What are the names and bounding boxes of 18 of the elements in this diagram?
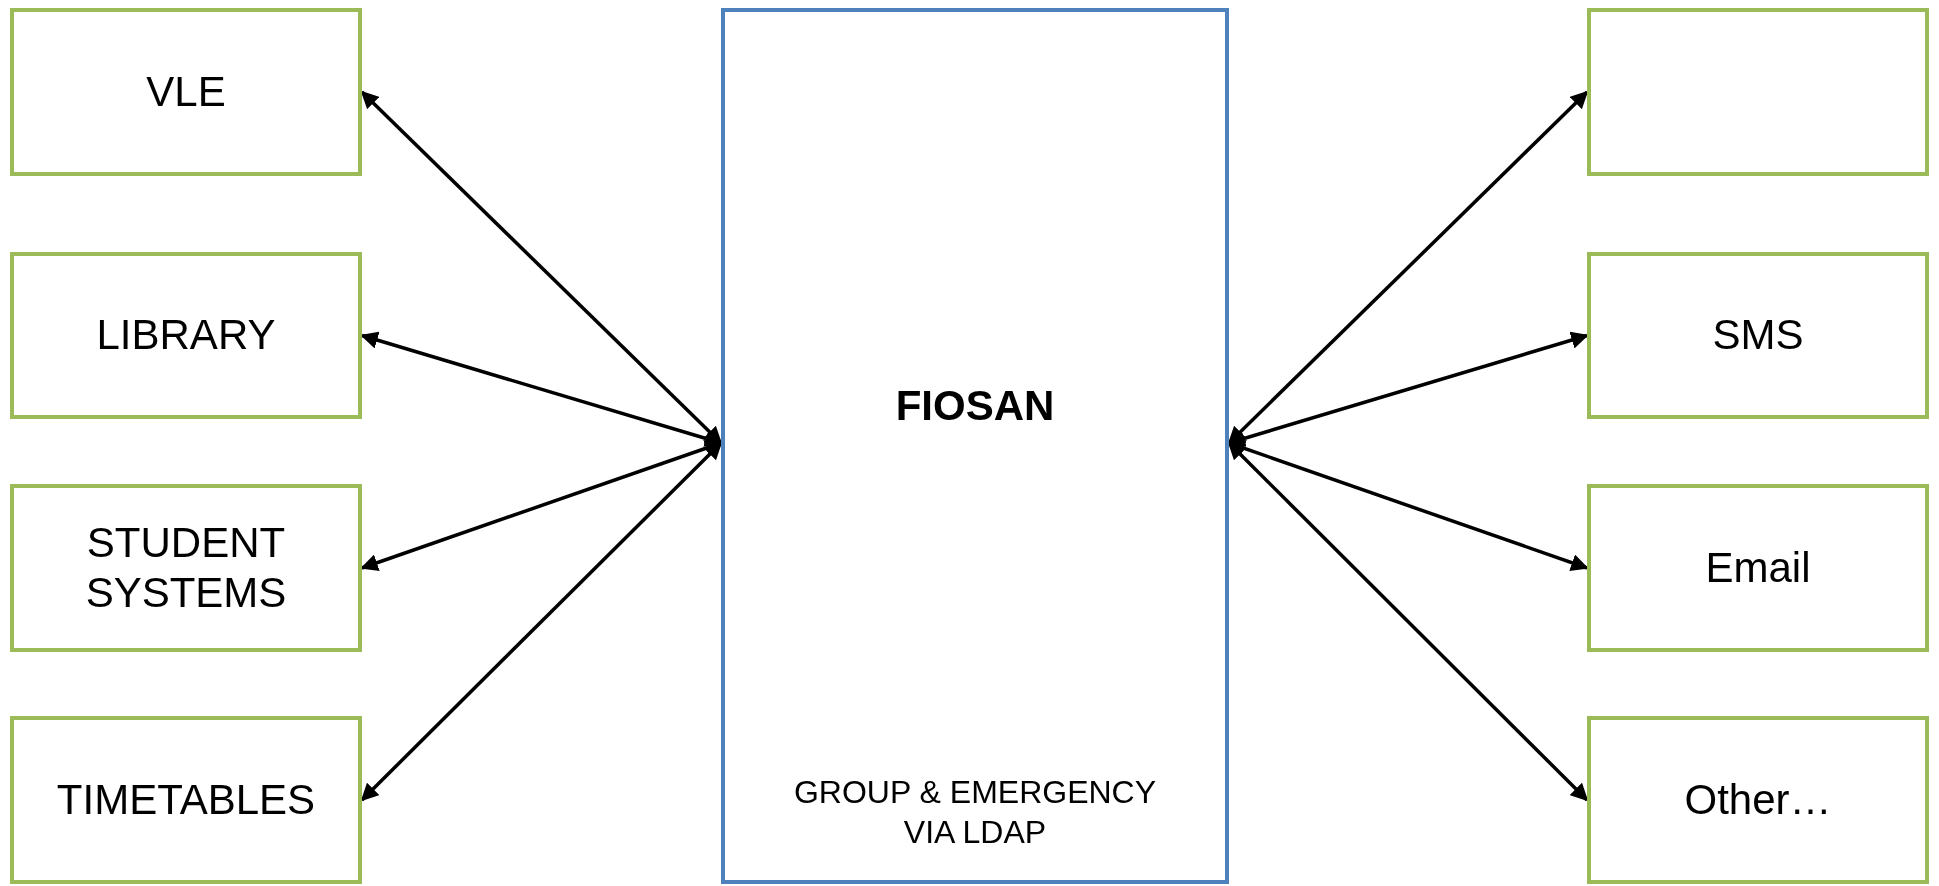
system-box: [1587, 716, 1929, 884]
system-box: [1587, 252, 1929, 419]
system-label: STUDENT SYSTEMS: [84, 517, 288, 618]
system-label: LIBRARY: [96, 310, 276, 361]
system-title: FIOSAN: [895, 382, 1055, 430]
system-label: VLE: [146, 66, 226, 117]
system-label: Other…: [1684, 774, 1832, 825]
system-label: Email: [1705, 542, 1811, 593]
system-box: [10, 252, 362, 419]
system-box: [1587, 484, 1929, 652]
system-label: SMS: [1712, 310, 1804, 361]
system-box: [10, 716, 362, 884]
system-box: [721, 8, 1229, 884]
system-box: [10, 8, 362, 176]
system-note: GROUP & EMERGENCY VIA LDAP: [792, 773, 1158, 852]
system-label: TIMETABLES: [56, 774, 316, 825]
system-box: [1587, 8, 1929, 176]
system-box: [10, 484, 362, 652]
